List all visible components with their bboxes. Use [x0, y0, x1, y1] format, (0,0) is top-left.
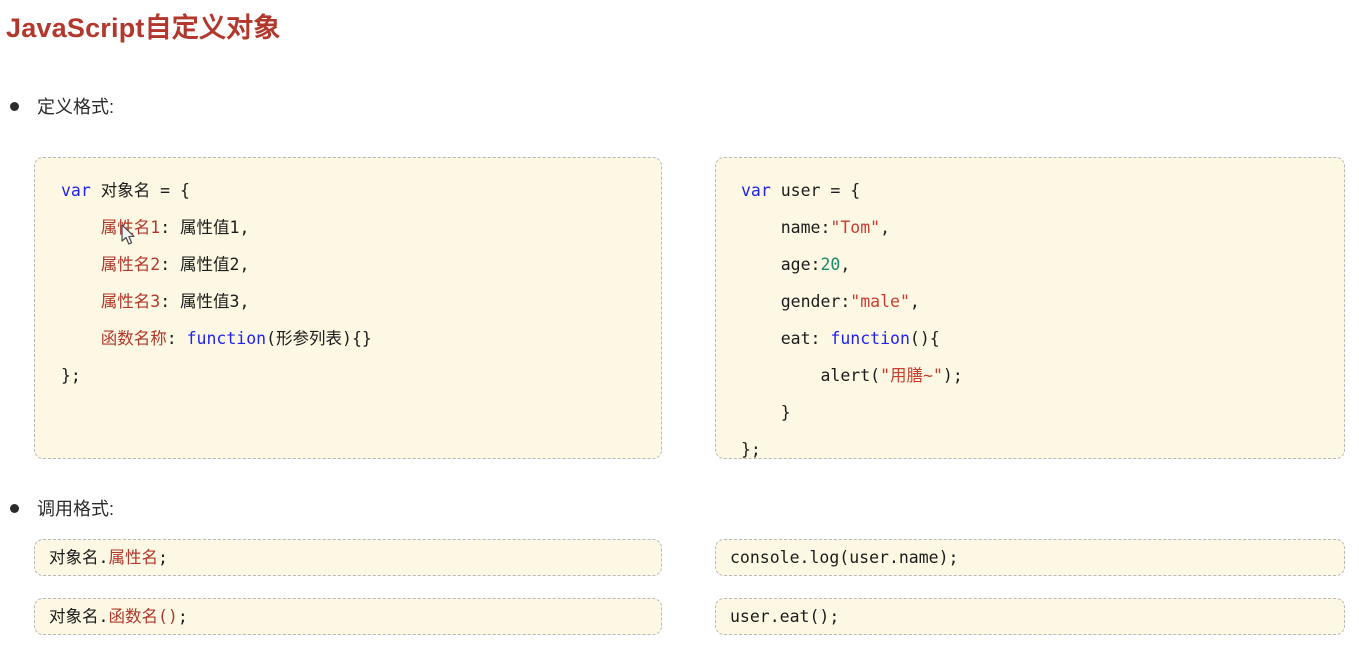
code-line: alert("用膳~"); [732, 357, 1328, 394]
code-token: , [909, 292, 920, 311]
code-block-define-example: var user = { name:"Tom", age:20, gender:… [715, 157, 1345, 459]
code-token: 函数名称 [100, 329, 167, 348]
code-token: : 属性值1, [160, 218, 250, 237]
code-token: user = { [770, 181, 861, 200]
code-token [61, 292, 101, 311]
bullet-dot-icon [10, 503, 19, 513]
code-token: 对象名. [49, 607, 109, 626]
code-token [61, 329, 101, 348]
code-line: }; [51, 357, 645, 394]
code-token: "male" [850, 292, 910, 311]
code-token: ; [157, 548, 168, 567]
code-token [61, 218, 101, 237]
code-token: 对象名. [49, 548, 109, 567]
code-token: 属性名1 [100, 218, 161, 237]
code-token: "用膳~" [880, 366, 943, 385]
code-token: name: [741, 218, 831, 237]
code-line: 函数名称: function(形参列表){} [51, 320, 645, 357]
code-line: age:20, [732, 246, 1328, 283]
code-line: }; [732, 431, 1328, 459]
code-line: var user = { [732, 172, 1328, 209]
code-token: }; [61, 366, 81, 385]
code-block-invoke-function-template: 对象名.函数名(); [34, 598, 662, 635]
code-token: } [741, 403, 791, 422]
code-line: 对象名.属性名; [49, 540, 168, 575]
code-line: 属性名1: 属性值1, [51, 209, 645, 246]
bullet-item-define-format: 定义格式: [10, 93, 114, 119]
code-token: 函数名() [108, 607, 178, 626]
code-token: function [830, 329, 910, 348]
code-token: (){ [909, 329, 940, 348]
code-block-invoke-property-template: 对象名.属性名; [34, 539, 662, 576]
bullet-dot-icon [10, 101, 19, 111]
code-token: console.log(user.name); [730, 548, 959, 567]
code-token: user.eat(); [730, 607, 840, 626]
code-token: , [840, 255, 851, 274]
code-token: (形参列表){} [266, 329, 372, 348]
bullet-label-invoke-format: 调用格式: [37, 499, 115, 519]
code-token: alert( [741, 366, 881, 385]
code-token: 20 [820, 255, 841, 274]
code-token: : [166, 329, 187, 348]
code-token: age: [741, 255, 821, 274]
code-line: console.log(user.name); [730, 540, 959, 575]
code-token: 属性名3 [100, 292, 161, 311]
code-token: var [61, 181, 91, 200]
bullet-item-invoke-format: 调用格式: [10, 495, 114, 521]
code-token [61, 255, 101, 274]
code-line: var 对象名 = { [51, 172, 645, 209]
code-token: var [741, 181, 771, 200]
code-token: gender: [741, 292, 851, 311]
code-line: name:"Tom", [732, 209, 1328, 246]
code-line: eat: function(){ [732, 320, 1328, 357]
code-token: 属性名 [108, 548, 158, 567]
code-line: user.eat(); [730, 599, 840, 634]
code-line: gender:"male", [732, 283, 1328, 320]
code-token: , [880, 218, 891, 237]
code-block-invoke-property-example: console.log(user.name); [715, 539, 1345, 576]
code-token: }; [741, 440, 761, 459]
code-token: "Tom" [830, 218, 881, 237]
code-block-invoke-function-example: user.eat(); [715, 598, 1345, 635]
bullet-label-define-format: 定义格式: [37, 97, 115, 117]
code-token: ); [942, 366, 963, 385]
code-token: 属性名2 [100, 255, 161, 274]
code-token: : 属性值3, [160, 292, 250, 311]
code-line: 属性名3: 属性值3, [51, 283, 645, 320]
code-token: 对象名 = { [90, 181, 190, 200]
code-token: ; [177, 607, 188, 626]
code-token: : 属性值2, [160, 255, 250, 274]
code-token: eat: [741, 329, 831, 348]
code-block-define-template: var 对象名 = { 属性名1: 属性值1, 属性名2: 属性值2, 属性名3… [34, 157, 662, 459]
code-line: } [732, 394, 1328, 431]
page-title: JavaScript自定义对象 [6, 13, 281, 43]
code-line: 对象名.函数名(); [49, 599, 188, 634]
code-line: 属性名2: 属性值2, [51, 246, 645, 283]
code-token: function [186, 329, 267, 348]
